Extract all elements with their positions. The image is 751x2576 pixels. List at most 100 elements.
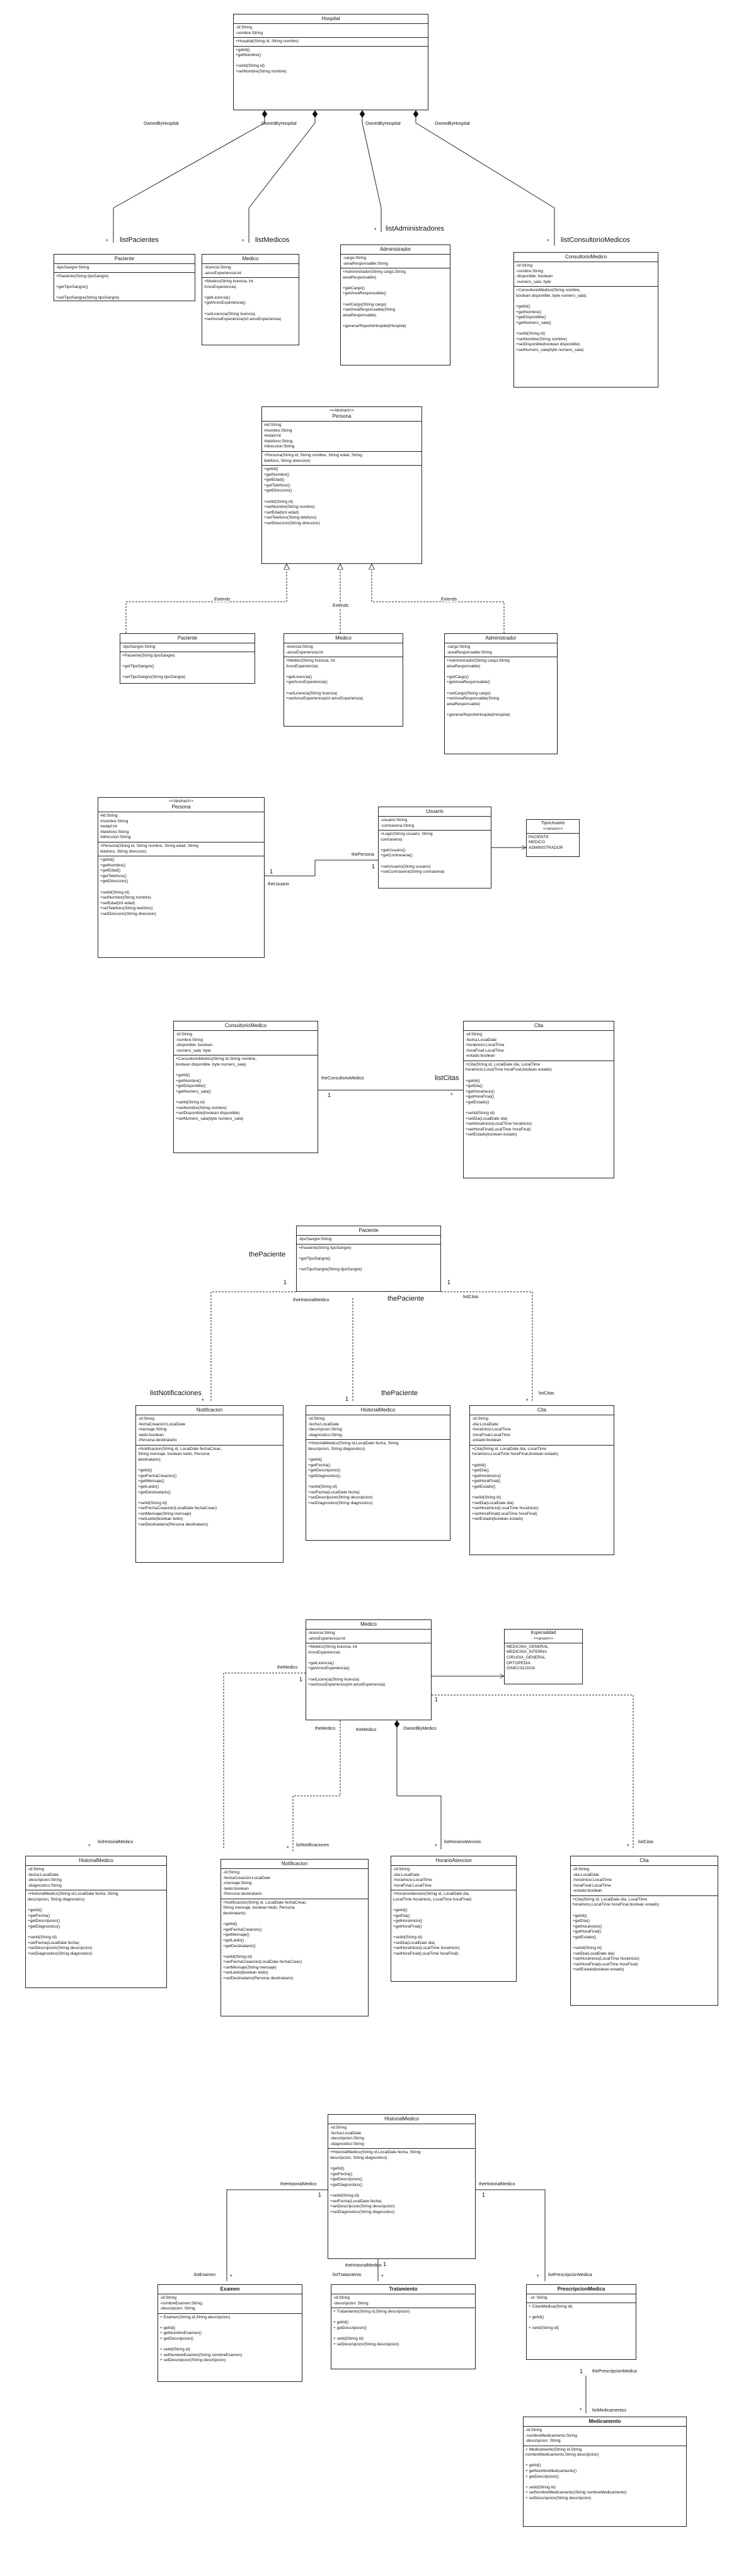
class-paciente[interactable]: Paciente -tipoSangre:String +Paciente(St…	[120, 633, 255, 684]
role-name: listMedicos	[255, 236, 290, 244]
stereotype: <<enum>>	[533, 1636, 554, 1641]
class-medico[interactable]: Medico -licencia:String -anosExperiencia…	[306, 1619, 432, 1720]
role-name: listAdministradores	[386, 225, 444, 233]
class-constructors: +Hospital(String id, String nombre)	[234, 38, 428, 47]
class-operations: +HistorialMedico(String id,LocalDate fec…	[308, 1441, 399, 1505]
class-administrador[interactable]: Administrador -cargo:String -areaRespons…	[444, 633, 558, 754]
class-attributes: -licencia:String -anosExperiencia:int	[202, 264, 299, 279]
edge-historial-examen	[226, 2189, 328, 2281]
class-operations: +HistorialMedico(String id,LocalDate fec…	[330, 2150, 421, 2214]
class-medico[interactable]: Medico -licencia:String -anosExperiencia…	[202, 254, 299, 345]
class-attributes: -id:String -fechaCreacion:LocalDate -men…	[136, 1415, 283, 1446]
class-persona[interactable]: <<Abstract>>Persona #id:String #nombre:S…	[261, 406, 422, 564]
mult-label: *	[230, 2274, 232, 2280]
class-name: HistorialMedico	[26, 1856, 166, 1866]
edge-hospital-consultorios	[413, 110, 555, 246]
mult-label: 1	[284, 1279, 287, 1285]
class-attributes: #id:String #nombre:String #edad:int #tel…	[262, 422, 421, 452]
class-tratamiento[interactable]: Tratamiento -id:String -descripcion: Str…	[331, 2284, 476, 2369]
role-name: listPacientes	[120, 236, 159, 244]
class-name: Paciente	[120, 634, 255, 643]
class-cita[interactable]: Cita -id:String -dia:LocalDate -horaInic…	[570, 1856, 718, 2006]
role-name: thePersona	[352, 853, 374, 857]
class-prescripcion-medica[interactable]: PrescripcionMedica - id: String + CitaxM…	[526, 2284, 636, 2360]
class-horario-atencion[interactable]: HorarioAtencion -id:String -dia:LocalDat…	[391, 1856, 517, 1982]
role-name: theHistorialMedico	[280, 2182, 317, 2187]
mult-label: *	[580, 2407, 582, 2413]
mult-label: *	[374, 227, 377, 233]
extends-label: Extends	[441, 597, 457, 602]
class-consultorio-medico[interactable]: ConsultorioMedico -id:String -nombre:Str…	[173, 1021, 318, 1153]
mult-label: *	[381, 2274, 384, 2280]
class-paciente[interactable]: Paciente -tipoSangre:String +Paciente(St…	[296, 1226, 441, 1292]
role-label: OwnedByHospital	[144, 122, 179, 126]
mult-label: *	[202, 1398, 204, 1404]
class-operations: +HorarioAtencion(String id, LocalDate di…	[393, 1892, 472, 1956]
class-name: Hospital	[234, 14, 428, 24]
class-attributes: -id:String -dia:LocalDate -horaInicio:Lo…	[391, 1866, 516, 1891]
role-name: listConsultorioMedicos	[561, 236, 631, 244]
class-attributes: -id:String -fecha:LocalDate -descripcion…	[328, 2124, 475, 2149]
class-cita[interactable]: Cita -id:String -fecha:LocalDate -horaln…	[463, 1021, 614, 1178]
class-methods: +getId() +getNombre() +getEdad() +getTel…	[100, 858, 156, 916]
class-historial-medico[interactable]: HistorialMedico -id:String -fecha:LocalD…	[306, 1405, 450, 1541]
class-attributes: -id:String -fecha:LocalDate -descripcion…	[26, 1866, 166, 1891]
class-persona[interactable]: <<Abstract>>Persona #id:String #nombre:S…	[98, 797, 265, 958]
class-usuario[interactable]: Usuario -usuario:String -contrasena:Stri…	[378, 807, 491, 888]
class-notificacion[interactable]: Notificacion -id:String -fechaCreacion:L…	[135, 1405, 284, 1563]
class-notificacion[interactable]: Notificacion -id:String -fechaCreacion:L…	[221, 1859, 369, 2016]
mult-label: *	[450, 1092, 453, 1098]
class-historial-medico[interactable]: HistorialMedico -id:String -fecha:LocalD…	[328, 2114, 476, 2259]
class-methods: +getId() +getNombre() +setId(String id) …	[236, 47, 287, 74]
class-operations: +Medico(String licencia, int AnosExperie…	[204, 279, 282, 322]
role-name: thePaciente	[387, 1295, 425, 1302]
class-name: Paciente	[54, 255, 195, 264]
class-examen[interactable]: Examen -id:String -nombreExamen:String -…	[158, 2284, 302, 2382]
class-constructors: +Persona(String id, String nombre, Strin…	[98, 842, 264, 857]
class-cita[interactable]: Cita -id:String -dia:LocalDate -horaInic…	[469, 1405, 614, 1555]
mult-label: 1	[299, 1676, 303, 1682]
class-medicamento[interactable]: Medicamento -id:String -nombreMedicament…	[523, 2417, 687, 2527]
role-name: thePaciente	[381, 1389, 418, 1397]
class-attributes: -id:String -dia:LocalDate -horaInicio:Lo…	[571, 1866, 718, 1896]
edge-persona-usuario	[265, 860, 378, 877]
class-operations: +Login(String usuario, String contrasena…	[381, 832, 445, 875]
mult-label: 1	[345, 1396, 349, 1402]
class-name: HorarioAtencion	[391, 1856, 516, 1866]
class-operations: +Medico(String licencia, int AnosExperie…	[308, 1645, 386, 1688]
class-operations: +Cita(String id, LocalDate dia, LocalTim…	[466, 1062, 552, 1137]
class-methods: +getId() +getNombre() +getEdad() +getTel…	[264, 467, 320, 526]
edge-hospital-pacientes	[113, 110, 268, 243]
class-name: Cita	[571, 1856, 718, 1866]
mult-label: *	[526, 1398, 529, 1404]
role-name: listHorarioAtencion	[444, 1840, 481, 1844]
class-name: Medico	[284, 634, 403, 643]
class-paciente[interactable]: Paciente -tipoSangre:String +Paciente(St…	[54, 254, 195, 301]
extends-label: Extends	[333, 604, 349, 608]
class-operations: +Paciente(String tipoSangre) +getTipoSan…	[56, 273, 120, 300]
mult-label: *	[537, 2274, 539, 2280]
class-attributes: -id:String -nombre:String	[234, 24, 428, 38]
class-administrador[interactable]: Administrador -cargo:String -areaRespons…	[340, 244, 450, 365]
class-consultorio-medico[interactable]: ConsultorioMedico -id:String -nombre:Str…	[513, 252, 658, 388]
class-medico[interactable]: Medico -licencia:String -anosExperiencia…	[284, 633, 403, 727]
edge-extends-paciente	[125, 564, 287, 633]
edge-paciente-notif	[210, 1291, 296, 1402]
mult-label: *	[106, 238, 108, 244]
enum-tipo-usuario[interactable]: TipoUsuario<<enum>> PACIENTE MEDICO ADMI…	[526, 819, 580, 857]
stereotype: <<enum>>	[542, 826, 563, 831]
class-hospital[interactable]: Hospital -id:String -nombre:String +Hosp…	[233, 14, 428, 110]
class-historial-medico[interactable]: HistorialMedico -id:String -fecha:LocalD…	[25, 1856, 167, 1988]
class-operations: +Notificacion(String id, LocalDate fecha…	[138, 1446, 222, 1527]
edge-medico-notif	[292, 1720, 341, 1853]
enum-especialidad[interactable]: Especialidad<<enum>> MEDICINA_GENERAL ME…	[504, 1629, 583, 1684]
class-operations: +ConsultorioMedico(String nombre, boolea…	[516, 288, 587, 352]
extends-label: Extends	[214, 597, 231, 602]
class-name: Administrador	[445, 634, 557, 643]
role-name: theUsuario	[268, 882, 289, 887]
edge-medico-cita	[432, 1694, 634, 1849]
enum-values: MEDICINA_GENERAL MEDICINA_INTERNA CIRUGI…	[507, 1644, 549, 1671]
class-attributes: -id:String -nombre:String -disponible: b…	[174, 1031, 318, 1056]
